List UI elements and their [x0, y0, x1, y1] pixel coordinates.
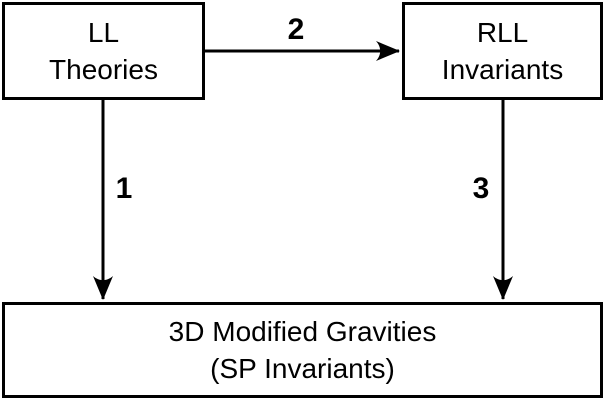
node-3d-modified-gravities-line1: 3D Modified Gravities — [168, 316, 437, 347]
node-ll-theories-line1: LL — [87, 17, 120, 48]
node-3d-modified-gravities: 3D Modified Gravities (SP Invariants) — [2, 302, 603, 398]
node-rll-invariants-line1: RLL — [476, 17, 529, 48]
node-rll-invariants-line2: Invariants — [441, 54, 564, 85]
edge-label-3: 3 — [472, 172, 490, 205]
node-rll-invariants: RLL Invariants — [402, 2, 603, 100]
edge-label-2: 2 — [287, 13, 305, 46]
node-3d-modified-gravities-line2: (SP Invariants) — [210, 353, 395, 384]
node-ll-theories: LL Theories — [2, 2, 205, 100]
node-ll-theories-line2: Theories — [49, 54, 158, 85]
edge-label-1: 1 — [115, 172, 133, 205]
